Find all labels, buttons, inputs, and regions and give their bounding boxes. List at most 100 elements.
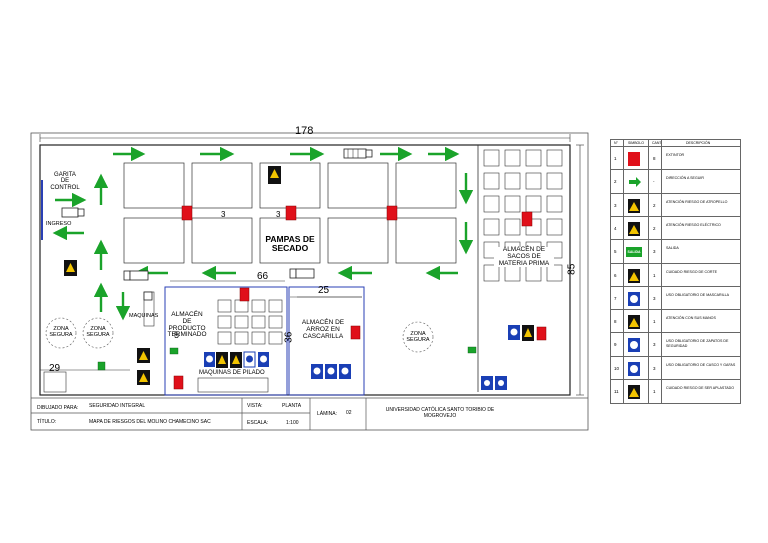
legend-row-quantity: 3 [653, 249, 656, 255]
cut-warning-icon [628, 268, 640, 283]
storage-bay [504, 149, 521, 167]
storage-bay [483, 264, 500, 282]
legend-row-description: SALIDA [666, 246, 679, 251]
extinguisher-markers [173, 205, 547, 390]
legend-row: 9 3 USO OBLIGATORIO DE ZAPATOS DE SEGURIDA… [611, 332, 740, 356]
legend-row: 1 8 EXTINTOR [611, 146, 740, 170]
storage-bay [483, 218, 500, 236]
extinguisher-icon [628, 152, 640, 166]
legend-row-number: 11 [614, 389, 619, 394]
arrow-icon [628, 175, 641, 189]
dimension-width-label: 178 [295, 125, 314, 137]
storage-bay [217, 331, 232, 345]
evacuation-arrows [52, 146, 474, 321]
truck-icon [143, 291, 153, 301]
storage-bay [504, 172, 521, 190]
raw-material-storage-label: ALMACÉN DE SACOS DE MATERIA PRIMA [494, 246, 554, 268]
truck-icon [123, 270, 149, 281]
legend-row-description: EXTINTOR [666, 153, 685, 157]
dimension-5-label: 5 [174, 330, 180, 340]
legend-row: 4 2 ATENCIÓN RIESGO ELÉCTRICO [611, 215, 740, 240]
legend-row-description: ATENCIÓN CON SUS MANOS [666, 316, 716, 321]
machines-label: MAQUINAS [129, 313, 159, 319]
finished-goods-grid [217, 299, 283, 345]
legend-header-symbol: SIMBOLO [628, 141, 644, 145]
storage-bay [251, 315, 266, 329]
view-label: VISTA: [247, 403, 263, 409]
dimension-25-label: 25 [318, 285, 330, 296]
scale-value: 1:100 [286, 420, 299, 426]
storage-bay [234, 299, 249, 313]
storage-bay [546, 264, 563, 282]
legend-row-quantity: 2 [653, 225, 656, 231]
legend-row-number: 10 [614, 365, 620, 371]
truck-icon [61, 207, 85, 218]
legend-row-description: USO OBLIGATORIO DE MASCARILLA [666, 292, 729, 297]
sheet-label: LÁMINA: [317, 411, 338, 417]
storage-bay [217, 315, 232, 329]
legend-row-quantity: 1 [653, 389, 656, 394]
legend-row-number: 1 [614, 156, 617, 161]
storage-bay [546, 149, 563, 167]
institution-name: UNIVERSIDAD CATÓLICA SANTO TORIBIO DE MO… [385, 407, 495, 419]
storage-bay [268, 315, 283, 329]
legend-header-qty: CANT [652, 141, 662, 145]
legend-row: 2-DIRECCIÓN A SEGUIR [611, 169, 740, 193]
mask-mandatory-icon [628, 291, 640, 306]
legend-row-number: 4 [614, 225, 617, 231]
warning-icon [628, 198, 640, 213]
legend-row-description: USO OBLIGATORIO DE ZAPATOS DE SEGURIDAD [666, 339, 729, 348]
warning-signs [64, 166, 534, 385]
safe-zone-label: ZONA SEGURA [49, 326, 73, 338]
title-label: TÍTULO: [37, 419, 57, 425]
safe-zone-label: ZONA SEGURA [406, 331, 430, 343]
drawn-for-label: DIBUJADO PARA: [37, 405, 79, 411]
storage-bay [483, 149, 500, 167]
legend-row-number: 2 [614, 179, 617, 185]
legend-header-desc: DESCRIPCIÓN [686, 141, 711, 145]
storage-bay [268, 331, 283, 345]
dimension-36-label: 36 [283, 331, 295, 343]
storage-bay [546, 172, 563, 190]
drying-yard-label: PAMPAS DE SECADO [265, 234, 315, 253]
legend-row-number: 6 [614, 272, 617, 278]
storage-bay [234, 331, 249, 345]
safe-zone-circle [402, 321, 434, 353]
storage-bay [268, 299, 283, 313]
dimension-66-label: 66 [257, 271, 269, 282]
dimension-3-label: 3 [276, 210, 281, 219]
legend-row-quantity: 8 [653, 156, 656, 161]
storage-bay [251, 331, 266, 345]
legend-row-number: 7 [614, 295, 617, 301]
legend-header-n: N° [614, 141, 618, 145]
legend-row-quantity: 2 [653, 202, 656, 208]
safe-zone-circle [45, 317, 77, 349]
exit-signs [97, 346, 477, 371]
legend-row-number: 9 [614, 342, 617, 348]
truck-icon [289, 268, 315, 279]
legend-row-description: ATENCIÓN RIESGO ELÉCTRICO [666, 222, 721, 227]
legend-row-number: 5 [614, 249, 617, 255]
legend-row-description: CUIDADO RIESGO DE SER APLASTADO [666, 386, 735, 390]
entrance-label: INGRESO [46, 221, 72, 227]
legend-row-description: DIRECCIÓN A SEGUIR [666, 176, 704, 181]
milling-machines-label: MAQUINAS DE PILADO [199, 370, 265, 376]
storage-bay [483, 172, 500, 190]
exit-sign-icon: SALIDA [626, 247, 642, 258]
storage-bay [234, 315, 249, 329]
legend-row-quantity: 3 [653, 295, 656, 301]
storage-bay [525, 172, 542, 190]
legend-row-quantity: 1 [653, 272, 656, 278]
finished-goods-warehouse [164, 286, 288, 396]
electric-warning-icon [628, 221, 640, 236]
legend-table: N° SIMBOLO CANT DESCRIPCIÓN 1 8 EXTINTOR 2-… [610, 139, 741, 404]
guard-house-label: GARITA DE CONTROL [50, 172, 80, 191]
legend-row-number: 8 [614, 319, 617, 325]
storage-bay [546, 218, 563, 236]
legend-row-quantity: 3 [653, 342, 656, 348]
storage-bay [217, 299, 232, 313]
